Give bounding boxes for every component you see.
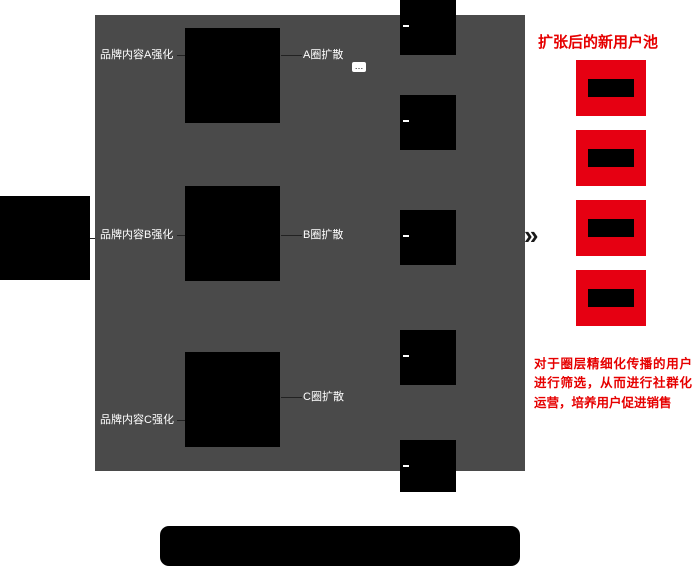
pool-box-label-strip [588,149,634,167]
connector-line [90,238,95,239]
user-pool-description: 对于圈层精细化传播的用户进行筛选，从而进行社群化运营，培养用户促进销售 [534,357,692,410]
user-box-2 [400,95,456,150]
content-label-a: 品牌内容A强化 [100,49,174,61]
content-label-b: 品牌内容B强化 [100,229,174,241]
connector-line [281,397,302,398]
box-marker [403,355,409,357]
pool-box-label-strip [588,79,634,97]
user-pool-title: 扩张后的新用户池 [538,34,659,51]
connector-line [177,55,185,56]
pool-box-label-strip [588,289,634,307]
pool-box-2 [576,130,646,186]
box-marker [403,465,409,467]
user-box-4 [400,330,456,385]
user-box-1 [400,0,456,55]
content-image-c [185,352,280,447]
pool-box-3 [576,200,646,256]
ellipsis-icon: … [352,62,366,72]
connector-line [281,235,302,236]
content-image-a [185,28,280,123]
content-label-c: 品牌内容C强化 [100,414,174,426]
box-marker [403,25,409,27]
diffusion-label-c: C圈扩散 [303,391,344,403]
arrow-right-icon: » [524,220,539,250]
user-box-5 [400,440,456,492]
pool-box-4 [576,270,646,326]
content-image-b [185,186,280,281]
connector-line [281,55,302,56]
box-marker [403,120,409,122]
connector-line [177,235,185,236]
source-box [0,196,90,280]
box-marker [403,235,409,237]
pool-box-1 [576,60,646,116]
diffusion-label-a: A圈扩散 [303,49,344,61]
user-box-3 [400,210,456,265]
caption-bar [160,526,520,566]
connector-line [177,420,185,421]
pool-box-label-strip [588,219,634,237]
diffusion-label-b: B圈扩散 [303,229,344,241]
